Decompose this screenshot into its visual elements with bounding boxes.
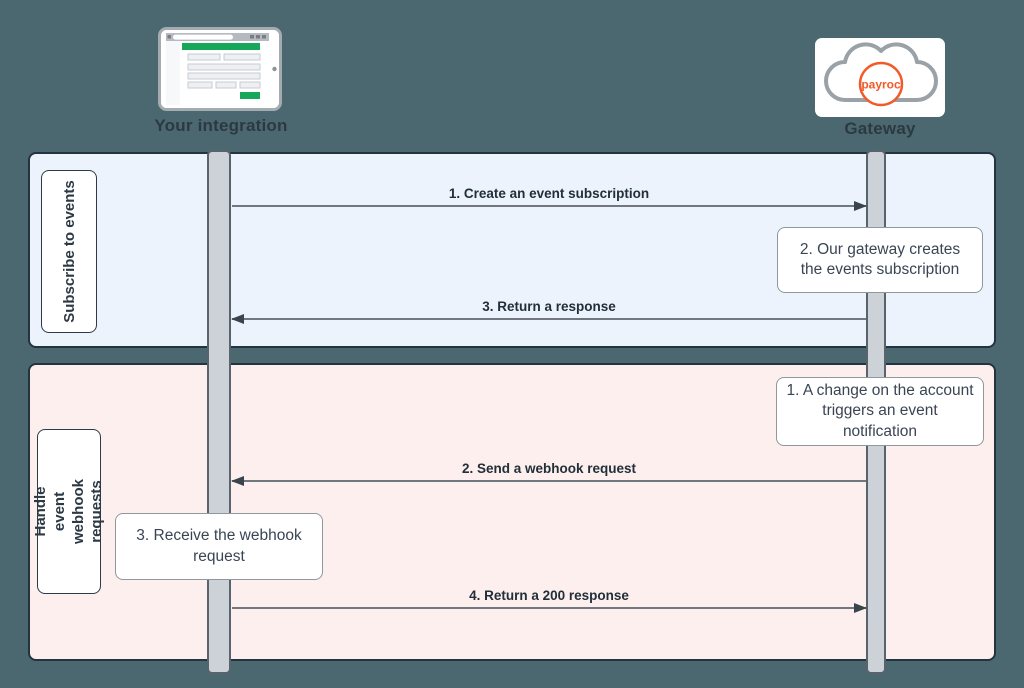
message-line bbox=[232, 480, 866, 482]
message-line bbox=[232, 318, 866, 320]
arrowhead-left-icon bbox=[231, 314, 244, 324]
note-receive-webhook-request: 3. Receive the webhook request bbox=[115, 513, 323, 580]
message-line bbox=[232, 205, 866, 207]
arrowhead-right-icon bbox=[854, 603, 867, 613]
message-label: 4. Return a 200 response bbox=[469, 588, 629, 603]
message-label: 3. Return a response bbox=[482, 299, 616, 314]
message-label: 1. Create an event subscription bbox=[448, 186, 650, 201]
arrowhead-right-icon bbox=[854, 201, 867, 211]
message-line bbox=[232, 607, 866, 609]
payroc-logo-text: payroc bbox=[861, 78, 901, 92]
actor-label-gateway: Gateway bbox=[844, 119, 916, 138]
browser-form-icon bbox=[158, 27, 282, 111]
frame-label-text: Subscribe to events bbox=[60, 180, 78, 323]
note-gateway-creates-subscription: 2. Our gateway creates the events subscr… bbox=[777, 227, 983, 293]
arrowhead-left-icon bbox=[231, 476, 244, 486]
payroc-logo-card: payroc bbox=[815, 38, 945, 117]
frame-label-subscribe-to-events: Subscribe to events bbox=[41, 170, 97, 333]
cloud-icon: payroc bbox=[824, 42, 938, 107]
frame-label-handle-webhook-requests: Handle event webhook requests bbox=[32, 429, 105, 594]
lifeline-your-integration bbox=[207, 150, 231, 674]
frame-label-text: Handle event webhook requests bbox=[31, 478, 105, 545]
message-label: 2. Send a webhook request bbox=[461, 461, 637, 476]
note-account-change-triggers-event: 1. A change on the account triggers an e… bbox=[776, 377, 984, 446]
actor-label-your-integration: Your integration bbox=[154, 116, 288, 135]
